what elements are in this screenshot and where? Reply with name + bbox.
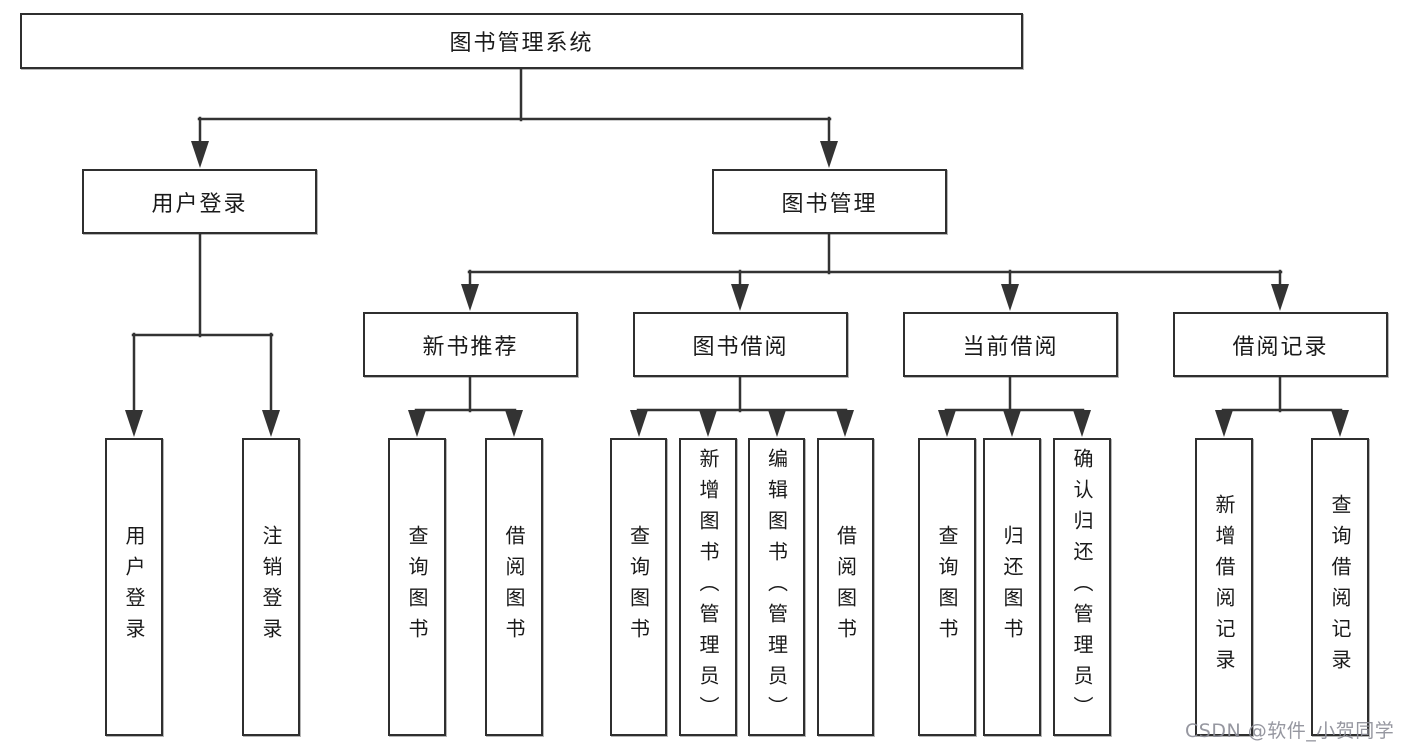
watermark: CSDN @软件_小贺同学 [1185,720,1395,742]
node-library-management-system: 图书管理系统 [20,13,1023,69]
arrowheads [125,141,1349,437]
node-user-login: 用户登录 [82,169,317,234]
node-current-borrowing: 当前借阅 [903,312,1118,377]
node-borrowing-records: 借阅记录 [1173,312,1388,377]
leaf-add-borrow-record: 新增借阅记录 [1195,438,1253,736]
node-book-borrowing: 图书借阅 [633,312,848,377]
leaf-add-books-admin: 新增图书（管理员） [679,438,737,736]
leaf-query-books-recommend: 查询图书 [388,438,446,736]
leaf-return-books: 归还图书 [983,438,1041,736]
leaf-borrow-books-recommend: 借阅图书 [485,438,543,736]
leaf-query-books-current: 查询图书 [918,438,976,736]
leaf-query-books-borrowing: 查询图书 [610,438,667,736]
leaf-user-login: 用户登录 [105,438,163,736]
leaf-borrow-books: 借阅图书 [817,438,874,736]
leaf-edit-books-admin: 编辑图书（管理员） [748,438,805,736]
leaf-query-borrow-record: 查询借阅记录 [1311,438,1369,736]
node-new-book-recommendation: 新书推荐 [363,312,578,377]
node-book-management: 图书管理 [712,169,947,234]
leaf-logout: 注销登录 [242,438,300,736]
tree-edges [131,66,1343,415]
leaf-confirm-return-admin: 确认归还（管理员） [1053,438,1111,736]
